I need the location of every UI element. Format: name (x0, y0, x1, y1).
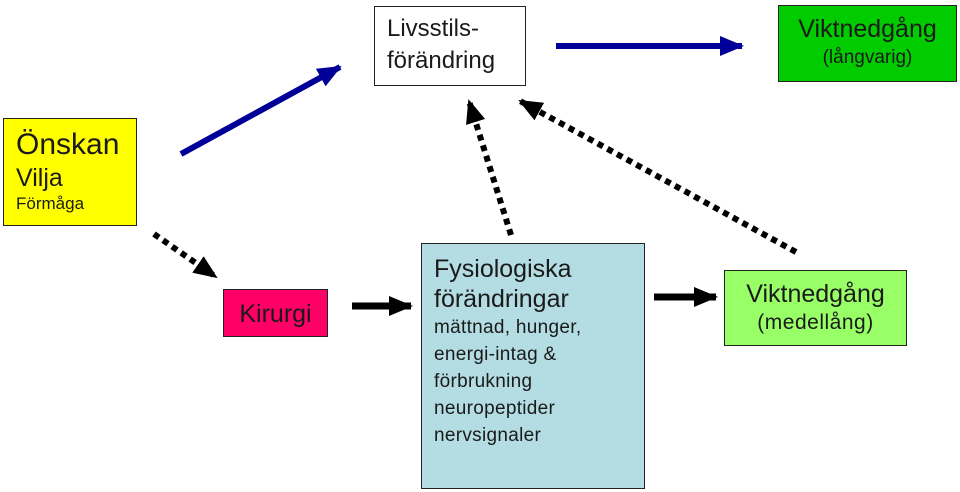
physio-title-line1: Fysiologiska (434, 255, 572, 283)
physio-detail: energi-intag & (434, 344, 557, 365)
weight-loss-midterm-title: Viktnedgång (746, 280, 885, 308)
lifestyle-line1: Livsstils- (387, 15, 480, 42)
physio-detail: förbrukning (434, 371, 533, 392)
physio-detail: neuropeptider (434, 398, 556, 419)
surgery-label: Kirurgi (239, 300, 312, 328)
arrow-physiology-to-lifestyle (466, 99, 514, 236)
weight-loss-midterm-box: Viktnedgång (medellång) (724, 270, 907, 346)
weight-loss-longterm-box: Viktnedgång (långvarig) (778, 5, 957, 82)
weight-loss-longterm-subtitle: (långvarig) (822, 47, 913, 68)
ability-label: Förmåga (16, 194, 85, 213)
wish-will-ability-box: Önskan Vilja Förmåga (3, 118, 137, 226)
surgery-box: Kirurgi (223, 289, 328, 337)
will-label: Vilja (16, 164, 63, 192)
lifestyle-line2: förändring (387, 47, 496, 74)
physio-detail: nervsignaler (434, 425, 542, 446)
wish-label: Önskan (16, 128, 120, 161)
arrow-midterm-to-lifestyle (518, 98, 798, 255)
lifestyle-change-box: Livsstils- förändring (374, 6, 526, 86)
weight-loss-longterm-title: Viktnedgång (798, 15, 937, 43)
physio-detail: mättnad, hunger, (434, 317, 582, 338)
physiological-changes-box: Fysiologiska förändringar mättnad, hunge… (421, 243, 645, 489)
weight-loss-midterm-subtitle: (medellång) (757, 311, 874, 334)
arrow-wish-to-surgery (152, 231, 218, 280)
arrow-wish-to-lifestyle (179, 64, 342, 157)
physio-title-line2: förändringar (434, 285, 569, 313)
